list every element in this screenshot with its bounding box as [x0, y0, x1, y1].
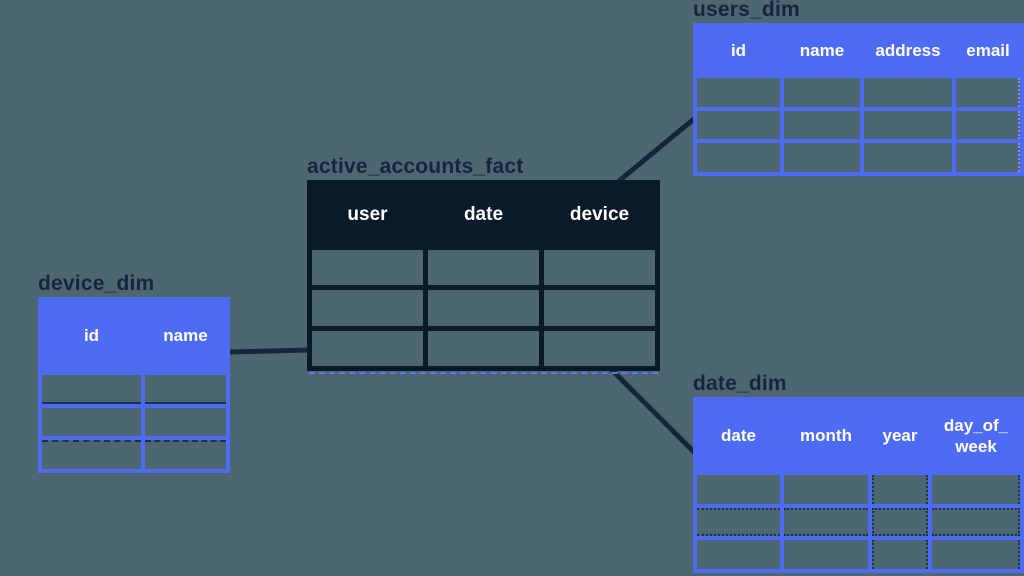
fact-body — [312, 250, 655, 366]
date-dim-body — [697, 475, 1020, 569]
empty-cell — [697, 143, 780, 172]
empty-cell — [864, 78, 952, 107]
empty-cell — [544, 330, 655, 366]
column-header-name: name — [163, 326, 208, 346]
empty-cell — [697, 110, 780, 140]
column-header-date: date — [463, 204, 504, 226]
empty-cell — [784, 540, 868, 569]
empty-cell — [784, 78, 860, 107]
empty-cell — [312, 250, 423, 286]
empty-cell — [784, 475, 868, 504]
date-dim-entity: date_dim date month year day_of_week — [693, 372, 1024, 573]
empty-cell — [956, 78, 1020, 107]
date-dim-title: date_dim — [693, 372, 787, 395]
empty-cell — [864, 110, 952, 140]
column-header-user: user — [347, 204, 388, 226]
users-dim-table: id name address email — [693, 23, 1024, 176]
empty-cell — [784, 507, 868, 537]
empty-cell — [956, 143, 1020, 172]
empty-cell — [428, 290, 539, 326]
empty-cell — [42, 407, 141, 437]
device-dim-entity: device_dim id name — [38, 272, 230, 473]
empty-cell — [872, 507, 928, 537]
date-dim-table: date month year day_of_week — [693, 397, 1024, 573]
column-header-month: month — [800, 426, 852, 446]
empty-cell — [697, 507, 780, 537]
column-header-year: year — [882, 426, 918, 446]
column-header-name: name — [799, 40, 845, 60]
column-header-date: date — [721, 426, 756, 446]
empty-cell — [864, 143, 952, 172]
active-accounts-fact-table: user date device — [307, 180, 660, 374]
empty-cell — [932, 475, 1020, 504]
empty-cell — [784, 143, 860, 172]
users-dim-body — [697, 78, 1020, 172]
connector-fact-to-date — [607, 365, 697, 455]
column-header-address: address — [875, 40, 941, 60]
column-header-id: id — [83, 326, 100, 346]
column-header-email: email — [966, 40, 1010, 60]
column-header-device: device — [569, 204, 630, 226]
connector-fact-to-users — [616, 115, 698, 184]
active-accounts-fact-title: active_accounts_fact — [307, 155, 524, 178]
empty-cell — [697, 540, 780, 569]
users-dim-entity: users_dim id name address email — [693, 0, 1024, 176]
connector-device-to-fact — [227, 347, 312, 355]
empty-cell — [428, 250, 539, 286]
empty-cell — [784, 110, 860, 140]
empty-cell — [872, 540, 928, 569]
empty-cell — [42, 440, 141, 469]
users-dim-header-row: id name address email — [697, 27, 1020, 74]
empty-cell — [312, 290, 423, 326]
empty-cell — [312, 330, 423, 366]
column-header-id: id — [730, 40, 747, 60]
empty-cell — [145, 407, 226, 437]
empty-cell — [145, 375, 226, 404]
empty-cell — [42, 375, 141, 404]
device-dim-title: device_dim — [38, 272, 155, 295]
empty-cell — [697, 78, 780, 107]
empty-cell — [145, 440, 226, 469]
device-dim-table: id name — [38, 297, 230, 473]
empty-cell — [872, 475, 928, 504]
empty-cell — [428, 330, 539, 366]
empty-cell — [932, 540, 1020, 569]
active-accounts-fact-entity: active_accounts_fact user date device — [307, 155, 660, 374]
users-dim-title: users_dim — [693, 0, 800, 21]
empty-cell — [956, 110, 1020, 140]
date-dim-header-row: date month year day_of_week — [697, 401, 1020, 471]
empty-cell — [697, 475, 780, 504]
empty-cell — [932, 507, 1020, 537]
empty-cell — [544, 250, 655, 286]
device-dim-header-row: id name — [42, 301, 226, 371]
device-dim-body — [42, 375, 226, 469]
fact-header-row: user date device — [312, 185, 655, 245]
empty-cell — [544, 290, 655, 326]
column-header-day_of_week: day_of_week — [943, 415, 1009, 456]
